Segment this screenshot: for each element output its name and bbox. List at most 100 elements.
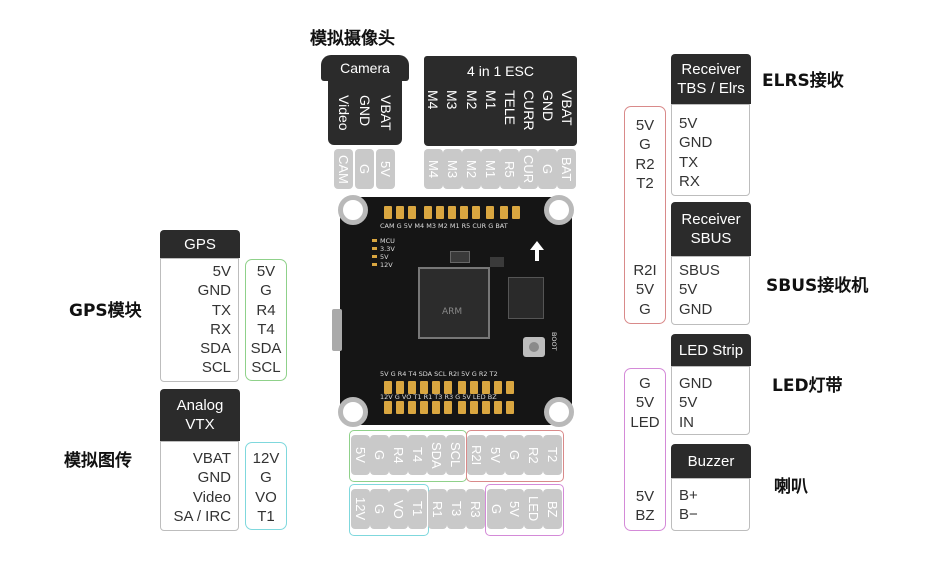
solder-pad [396,206,404,219]
vtx-pin: VBAT [192,450,231,467]
gps-header: GPS [160,230,240,258]
uart2-fc-pads: 5V G R2 T2 R2I 5V G [624,106,666,324]
uart2-pad-group [466,430,564,482]
bottom-pad: R1 [428,489,447,529]
status-led [372,239,377,242]
vtx-fc-pad: T1 [257,507,275,525]
esc-pad: M4 [424,149,443,189]
sbus-fc-pad: R2I [633,262,657,279]
camera-connector: Camera Video GND VBAT [321,55,409,145]
sbus-fc-pad: G [639,300,651,318]
elrs-fc-pad: T2 [636,174,654,192]
bottom-pad: 12V [351,489,370,529]
vtx-fc-pads: 12V G VO T1 [245,442,287,530]
solder-pad [444,381,452,394]
sbus-pin: GND [679,300,713,318]
title-led: LED灯带 [772,376,843,396]
bottom-pad: G [505,435,524,475]
gps-fc-pad: SDA [250,340,282,358]
board-bottom-labels-2: 12V G VO T1 R1 T3 R3 G 5V LED BZ [380,393,497,401]
camera-header: Camera [321,55,409,81]
boot-button[interactable] [523,337,545,357]
led-pin: 5V [679,394,698,412]
buzzer-pin: B+ [679,487,698,504]
solder-pad [500,206,508,219]
led-label: 3.3V [380,245,395,253]
solder-pad [494,401,502,414]
solder-pad [384,401,392,414]
bottom-pad: T3 [447,489,466,529]
led-fc-pad: G [639,375,651,392]
camera-pad: G [355,149,374,189]
esc-pin-label: M2 [464,90,480,110]
camera-header-label: Camera [340,60,390,76]
esc-pad: M2 [462,149,481,189]
solder-pad [470,381,478,394]
sbus-header-line1: Receiver [681,211,741,228]
solder-pad [506,381,514,394]
solder-pad [408,401,416,414]
usb-port [332,309,342,351]
solder-pad [458,401,466,414]
gps-fc-pad: T4 [257,320,275,338]
orientation-arrow-icon [530,241,544,261]
led-pin: IN [679,413,694,431]
esc-pin-label: TELE [502,90,518,126]
bottom-pad: 5V [351,435,370,475]
gps-pin: SDA [200,340,231,358]
camera-plug-body [328,81,402,145]
solder-pad [420,401,428,414]
bottom-pad: 5V [486,435,505,475]
gps-pin: SCL [201,359,231,377]
gps-fc-pads: 5V G R4 T4 SDA SCL [245,259,287,381]
camera-pad: 5V [376,149,395,189]
sbus-pin: SBUS [679,262,720,279]
esc-pad: M1 [481,149,500,189]
bottom-pad: T2 [543,435,562,475]
gps-fc-pad: 5V [256,263,276,280]
vtx-header: Analog VTX [160,389,240,441]
buzzer-pin: B− [679,506,698,524]
bottom-pad: BZ [543,489,562,529]
led-label: MCU [380,237,395,245]
bottom-pad: T4 [408,435,427,475]
buzzer-header: Buzzer [671,444,751,478]
vtx-header-line2: VTX [185,416,215,433]
title-sbus: SBUS接收机 [766,276,869,296]
elrs-pin: TX [679,153,699,171]
vtx-header-line1: Analog [176,397,224,414]
vtx-device-pins: VBAT GND Video SA / IRC [160,441,239,531]
title-vtx: 模拟图传 [64,451,132,471]
solder-pad [448,206,456,219]
solder-pad [506,401,514,414]
led-label: 5V [380,253,389,261]
buzzer-fc-pad: 5V [635,488,655,505]
solder-pad [432,401,440,414]
gps-pin: 5V [212,263,231,280]
led-device-pins: GND 5V IN [671,366,750,435]
mount-hole [338,397,368,427]
bottom-pad: SDA [427,435,446,475]
camera-pin-label: VBAT [378,95,394,131]
status-led [372,263,377,266]
esc-header: 4 in 1 ESC [424,56,577,86]
status-led [372,247,377,250]
component [450,251,470,263]
bottom-pad: G [370,435,389,475]
bottom-pad: R4 [389,435,408,475]
bottom-pad: G [487,489,506,529]
bottom-pad: G [370,489,389,529]
esc-pad: M3 [443,149,462,189]
camera-pad: CAM [334,149,353,189]
esc-pin-label: M3 [444,90,460,110]
solder-pad [396,381,404,394]
vtx-fc-pad: 12V [252,450,280,467]
solder-pad [444,401,452,414]
bottom-pad: SCL [446,435,465,475]
title-buzzer: 喇叭 [774,477,808,497]
solder-pad [470,401,478,414]
elrs-pin: RX [679,172,700,190]
vtx-pin: SA / IRC [173,507,231,525]
vtx-pin: GND [197,469,231,487]
mount-hole [544,397,574,427]
